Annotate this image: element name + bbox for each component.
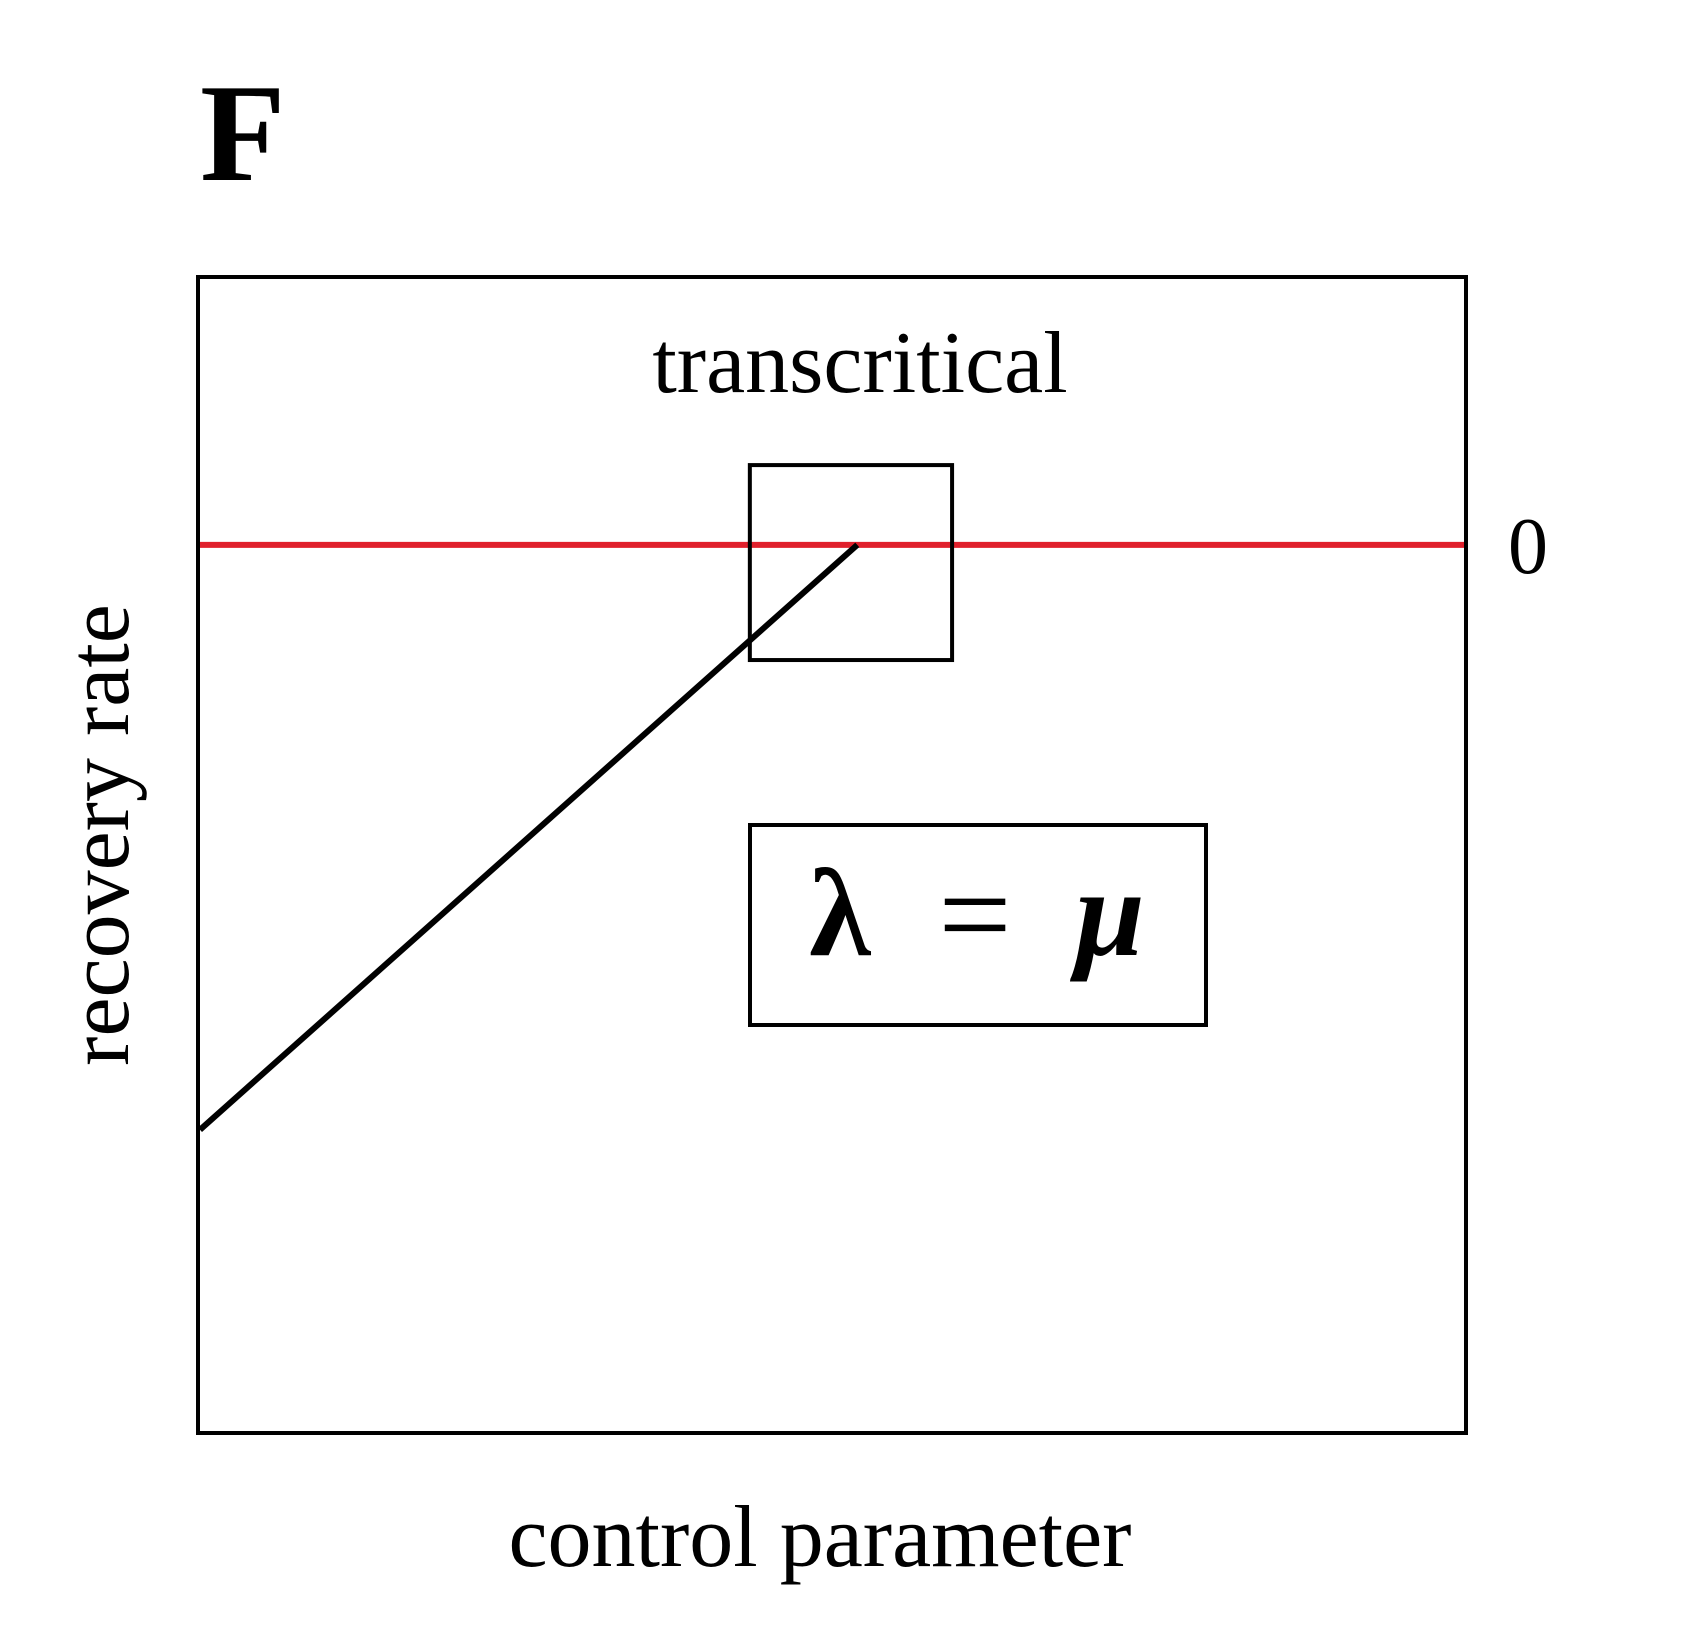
y-tick-label-zero: 0: [1508, 503, 1548, 591]
panel-label: F: [200, 56, 286, 211]
equation-box: [748, 823, 1208, 1027]
chart-title: transcritical: [652, 315, 1067, 412]
equation-equals: =: [938, 843, 1011, 987]
plot-frame: [196, 275, 1468, 1435]
transcritical-highlight-box: [747, 463, 955, 663]
equation-lambda: λ: [809, 845, 871, 983]
equation-annotation: λ = μ: [748, 823, 1208, 1027]
y-axis-label: recovery rate: [51, 604, 148, 1066]
equation-mu: μ: [1069, 845, 1145, 983]
x-axis-label: control parameter: [508, 1489, 1131, 1586]
recovery-rate-line: [198, 542, 860, 1132]
